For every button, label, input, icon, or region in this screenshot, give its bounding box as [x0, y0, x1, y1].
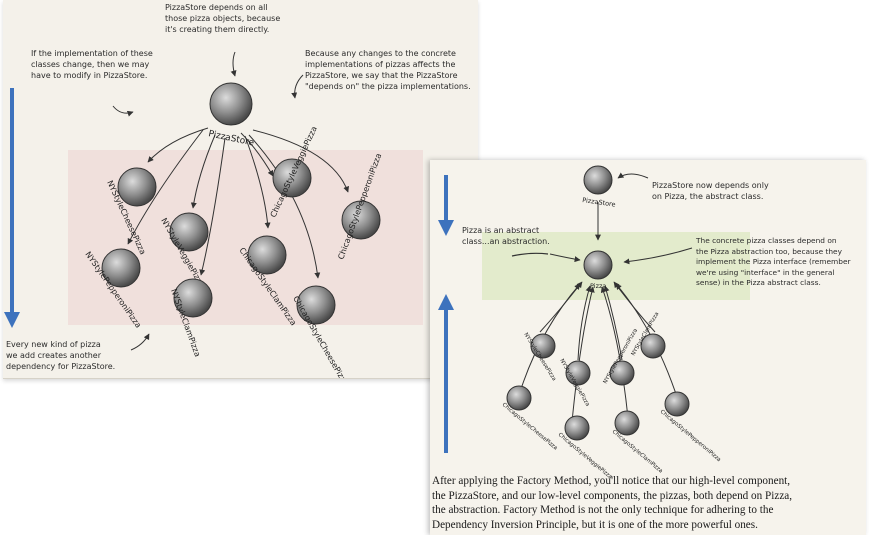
pizzastore-node	[209, 82, 253, 126]
pizza-node	[614, 410, 640, 436]
pizza-node	[530, 333, 556, 359]
explanation-paragraph: After applying the Factory Method, you'l…	[432, 475, 793, 531]
blue-down-arrowhead	[438, 220, 454, 236]
store-dependency-arrows	[127, 127, 350, 279]
pizzastore-label: PizzaStore	[207, 129, 255, 149]
pizza-node	[101, 248, 141, 288]
pizza-label: ChicagoStylePepperoniPizza	[659, 409, 722, 463]
concrete-to-abstract-arrows	[519, 281, 679, 423]
underline-abstraction	[511, 252, 549, 257]
pizza-node	[664, 391, 690, 417]
pointer-arrow-right	[291, 74, 304, 99]
pizza-label: ChicagoStyleClamPizza	[611, 429, 664, 475]
note-store-pointer	[617, 172, 649, 179]
pizza-label: ChicagoStylePepperoniPizza	[336, 152, 383, 261]
pizza-node	[117, 167, 157, 207]
pizza-node	[173, 278, 213, 318]
pizzastore-node	[583, 165, 613, 195]
note-store: PizzaStore now depends only on Pizza, th…	[652, 181, 769, 201]
pointer-arrow-left	[112, 105, 134, 117]
pizza-node	[609, 360, 635, 386]
pizza-node	[565, 360, 591, 386]
pizzastore-label: PizzaStore	[582, 196, 616, 209]
pizza-node	[564, 415, 590, 441]
pizza-label: ChicagoStyleCheesePizza	[501, 402, 559, 452]
abstract-pizza-node	[583, 250, 613, 280]
note-left: If the implementation of these classes c…	[31, 49, 153, 80]
note-concrete-pointer	[623, 247, 693, 265]
note-bottom: Every new kind of pizza we add creates a…	[6, 340, 116, 371]
note-abstract-pointer	[549, 253, 581, 263]
pizza-node	[341, 200, 381, 240]
note-abstract: Pizza is an abstract class...an abstract…	[462, 226, 550, 246]
pizza-node	[640, 333, 666, 359]
note-right: Because any changes to the concrete impl…	[305, 49, 471, 91]
note-top: PizzaStore depends on all those pizza ob…	[165, 3, 281, 34]
pizza-node	[506, 385, 532, 411]
pizza-node	[272, 158, 312, 198]
pointer-arrow-bottom	[130, 333, 150, 351]
pointer-arrow-top	[230, 51, 237, 77]
abstract-pizza-label: Pizza	[590, 282, 606, 290]
pizza-node	[247, 235, 287, 275]
pizza-node	[296, 285, 336, 325]
blue-up-arrowhead	[438, 294, 454, 310]
pizza-node	[169, 212, 209, 252]
note-concrete: The concrete pizza classes depend on the…	[696, 236, 851, 287]
blue-down-arrowhead	[4, 312, 20, 328]
